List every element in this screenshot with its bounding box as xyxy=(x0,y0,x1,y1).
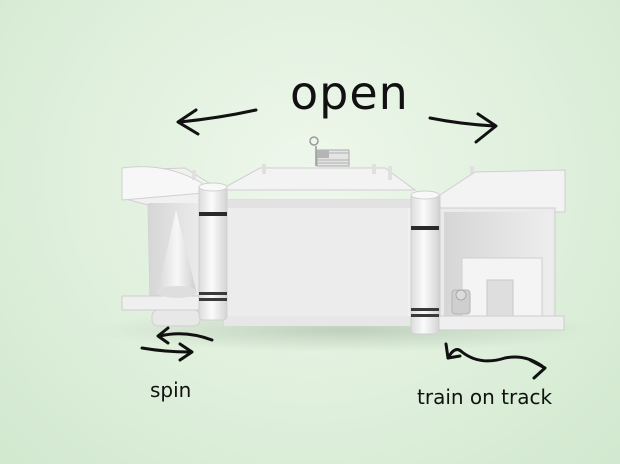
rotate-arrows-icon xyxy=(140,326,214,362)
left-wing xyxy=(121,166,223,327)
flag-icon xyxy=(309,136,350,167)
double-arrow-icon xyxy=(444,342,547,380)
spin-label: spin xyxy=(150,378,192,402)
cone-piece xyxy=(158,210,196,290)
center-body xyxy=(219,167,418,326)
train-label: train on track xyxy=(417,385,553,409)
arrow-left-icon xyxy=(176,108,258,136)
right-column xyxy=(410,190,440,335)
open-label: open xyxy=(290,66,409,120)
arrow-right-icon xyxy=(428,112,498,144)
spin-base xyxy=(151,309,201,327)
right-wing xyxy=(435,169,566,331)
left-column xyxy=(198,182,228,321)
